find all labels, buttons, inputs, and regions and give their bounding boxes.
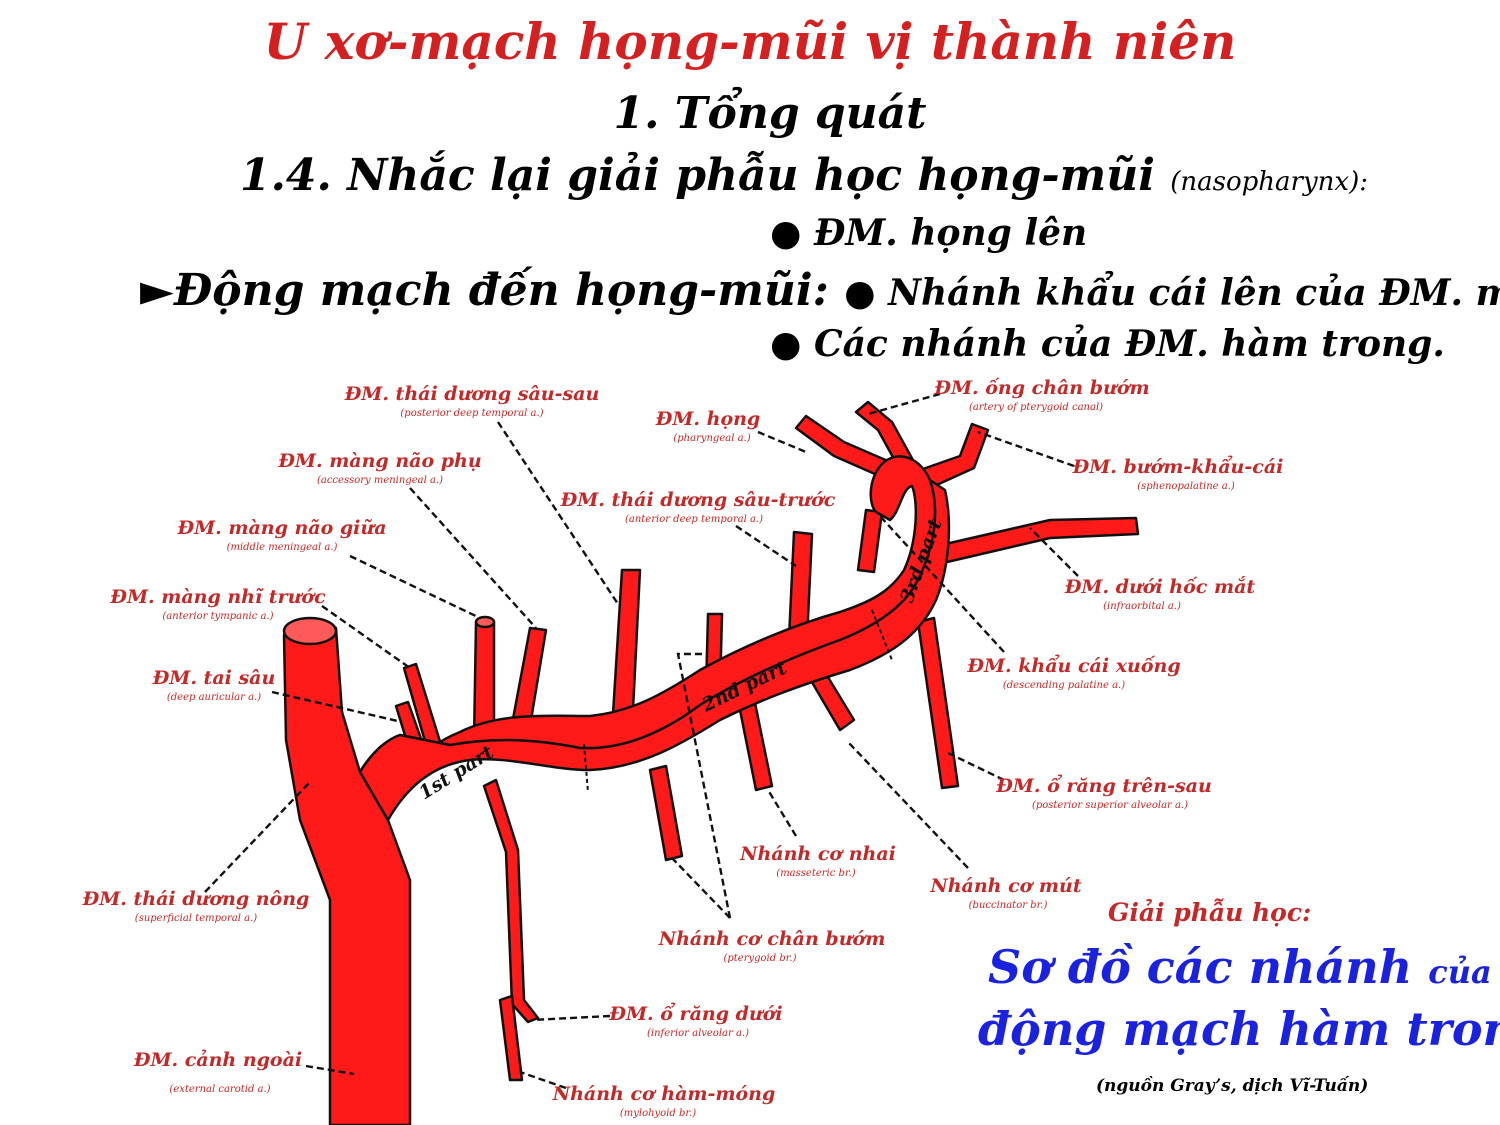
part-dividers xyxy=(583,609,893,793)
divider-2-3 xyxy=(871,609,893,661)
branch-posterior-superior-alveolar xyxy=(916,616,960,790)
label-external-carotid: ĐM. cảnh ngoài xyxy=(133,1049,302,1071)
leader-lines xyxy=(204,392,1079,1090)
external-carotid-opening xyxy=(282,616,338,646)
sublabel-sphenopalatine: (sphenopalatine a.) xyxy=(1137,481,1235,492)
label-superficial-temporal: ĐM. thái dương nông xyxy=(82,888,310,910)
sublabel-masseteric: (masseteric br.) xyxy=(776,868,855,879)
label-masseteric: Nhánh cơ nhai xyxy=(739,843,896,865)
bullet-3: ● Các nhánh của ĐM. hàm trong. xyxy=(770,323,1445,365)
sublabel-buccinator: (buccinator br.) xyxy=(969,900,1048,911)
branch-masseteric xyxy=(736,696,774,792)
label-middle-meningeal: ĐM. màng não giữa xyxy=(176,517,386,539)
label-anterior-deep-temporal: ĐM. thái dương sâu-trước xyxy=(560,489,836,511)
sublabel-posterior-superior-alveolar: (posterior superior alveolar a.) xyxy=(1032,800,1188,811)
bullet-2: ● Nhánh khẩu cái lên của ĐM. mặt xyxy=(844,272,1500,314)
branch-infraorbital xyxy=(926,516,1140,568)
external-carotid xyxy=(282,626,412,1125)
subsection-heading: 1.4. Nhắc lại giải phẫu học họng-mũi (na… xyxy=(240,150,1368,201)
sublabel-deep-auricular: (deep auricular a.) xyxy=(167,692,261,703)
branch-pterygoid-lower xyxy=(648,764,684,862)
label-deep-auricular: ĐM. tai sâu xyxy=(152,667,276,689)
sublabel-pterygoid-canal: (artery of pterygoid canal) xyxy=(969,402,1103,413)
middle-meningeal-opening xyxy=(474,615,496,629)
label-pterygoid: Nhánh cơ chân bướm xyxy=(658,928,886,950)
sublabel-middle-meningeal: (middle meningeal a.) xyxy=(227,542,338,553)
label-inferior-alveolar: ĐM. ổ răng dưới xyxy=(608,1001,782,1025)
label-posterior-superior-alveolar: ĐM. ổ răng trên-sau xyxy=(995,773,1212,797)
label-mylohyoid: Nhánh cơ hàm-móng xyxy=(552,1083,776,1105)
label-posterior-deep-temporal: ĐM. thái dương sâu-sau xyxy=(344,383,600,405)
label-pterygoid-canal: ĐM. ống chân bướm xyxy=(933,377,1149,399)
page-title: U xơ-mạch họng-mũi vị thành niên xyxy=(263,12,1237,71)
label-infraorbital: ĐM. dưới hốc mắt xyxy=(1064,576,1256,598)
label-anterior-tympanic: ĐM. màng nhĩ trước xyxy=(109,586,326,608)
sublabel-posterior-deep-temporal: (posterior deep temporal a.) xyxy=(400,408,543,419)
caption-heading: Giải phẫu học: xyxy=(1108,898,1312,927)
divider-1-2 xyxy=(583,743,589,793)
section-heading: 1. Tổng quát xyxy=(613,88,927,139)
bullet-1: ● ĐM. họng lên xyxy=(770,212,1088,254)
caption-line-1-main: Sơ đồ các nhánh xyxy=(988,940,1413,994)
sublabel-anterior-deep-temporal: (anterior deep temporal a.) xyxy=(625,514,763,525)
label-buccinator: Nhánh cơ mút xyxy=(929,875,1082,897)
artery-tree xyxy=(282,400,1140,1125)
bullet-row: ►Động mạch đến họng-mũi: ● Nhánh khẩu cá… xyxy=(140,265,1500,316)
sublabel-mylohyoid: (mylohyoid br.) xyxy=(620,1108,696,1119)
label-sphenopalatine: ĐM. bướm-khẩu-cái xyxy=(1072,454,1284,478)
sublabel-inferior-alveolar: (inferior alveolar a.) xyxy=(647,1028,749,1039)
sublabel-infraorbital: (infraorbital a.) xyxy=(1103,601,1181,612)
label-pharyngeal: ĐM. họng xyxy=(655,408,760,430)
caption-line-1-small: của xyxy=(1428,953,1492,991)
label-accessory-meningeal: ĐM. màng não phụ xyxy=(277,450,481,472)
caption-line-1: Sơ đồ các nhánh của xyxy=(988,940,1492,994)
subsection-text: 1.4. Nhắc lại giải phẫu học họng-mũi xyxy=(240,150,1155,201)
branch-mylohyoid xyxy=(498,994,524,1082)
branch-descending-palatine xyxy=(856,508,884,574)
sublabel-pharyngeal: (pharyngeal a.) xyxy=(673,433,750,444)
arteries-lead-label: ►Động mạch đến họng-mũi: xyxy=(140,265,829,316)
artery-labels: ĐM. thái dương sâu-sau (posterior deep t… xyxy=(82,377,1284,1119)
sublabel-accessory-meningeal: (accessory meningeal a.) xyxy=(317,475,443,486)
caption-source: (nguồn Gray’s, dịch Vĩ-Tuấn) xyxy=(1096,1076,1369,1096)
label-descending-palatine: ĐM. khẩu cái xuống xyxy=(966,653,1180,677)
sublabel-external-carotid: (external carotid a.) xyxy=(169,1084,270,1095)
caption-line-2: động mạch hàm trong xyxy=(978,1002,1500,1056)
sublabel-pterygoid: (pterygoid br.) xyxy=(723,953,796,964)
maxillary-lower-edge xyxy=(358,478,951,822)
subsection-note: (nasopharynx): xyxy=(1170,167,1368,197)
sublabel-descending-palatine: (descending palatine a.) xyxy=(1003,680,1125,691)
branch-inferior-alveolar xyxy=(482,778,540,1024)
sublabel-superficial-temporal: (superficial temporal a.) xyxy=(135,913,257,924)
sublabel-anterior-tympanic: (anterior tympanic a.) xyxy=(162,611,273,622)
